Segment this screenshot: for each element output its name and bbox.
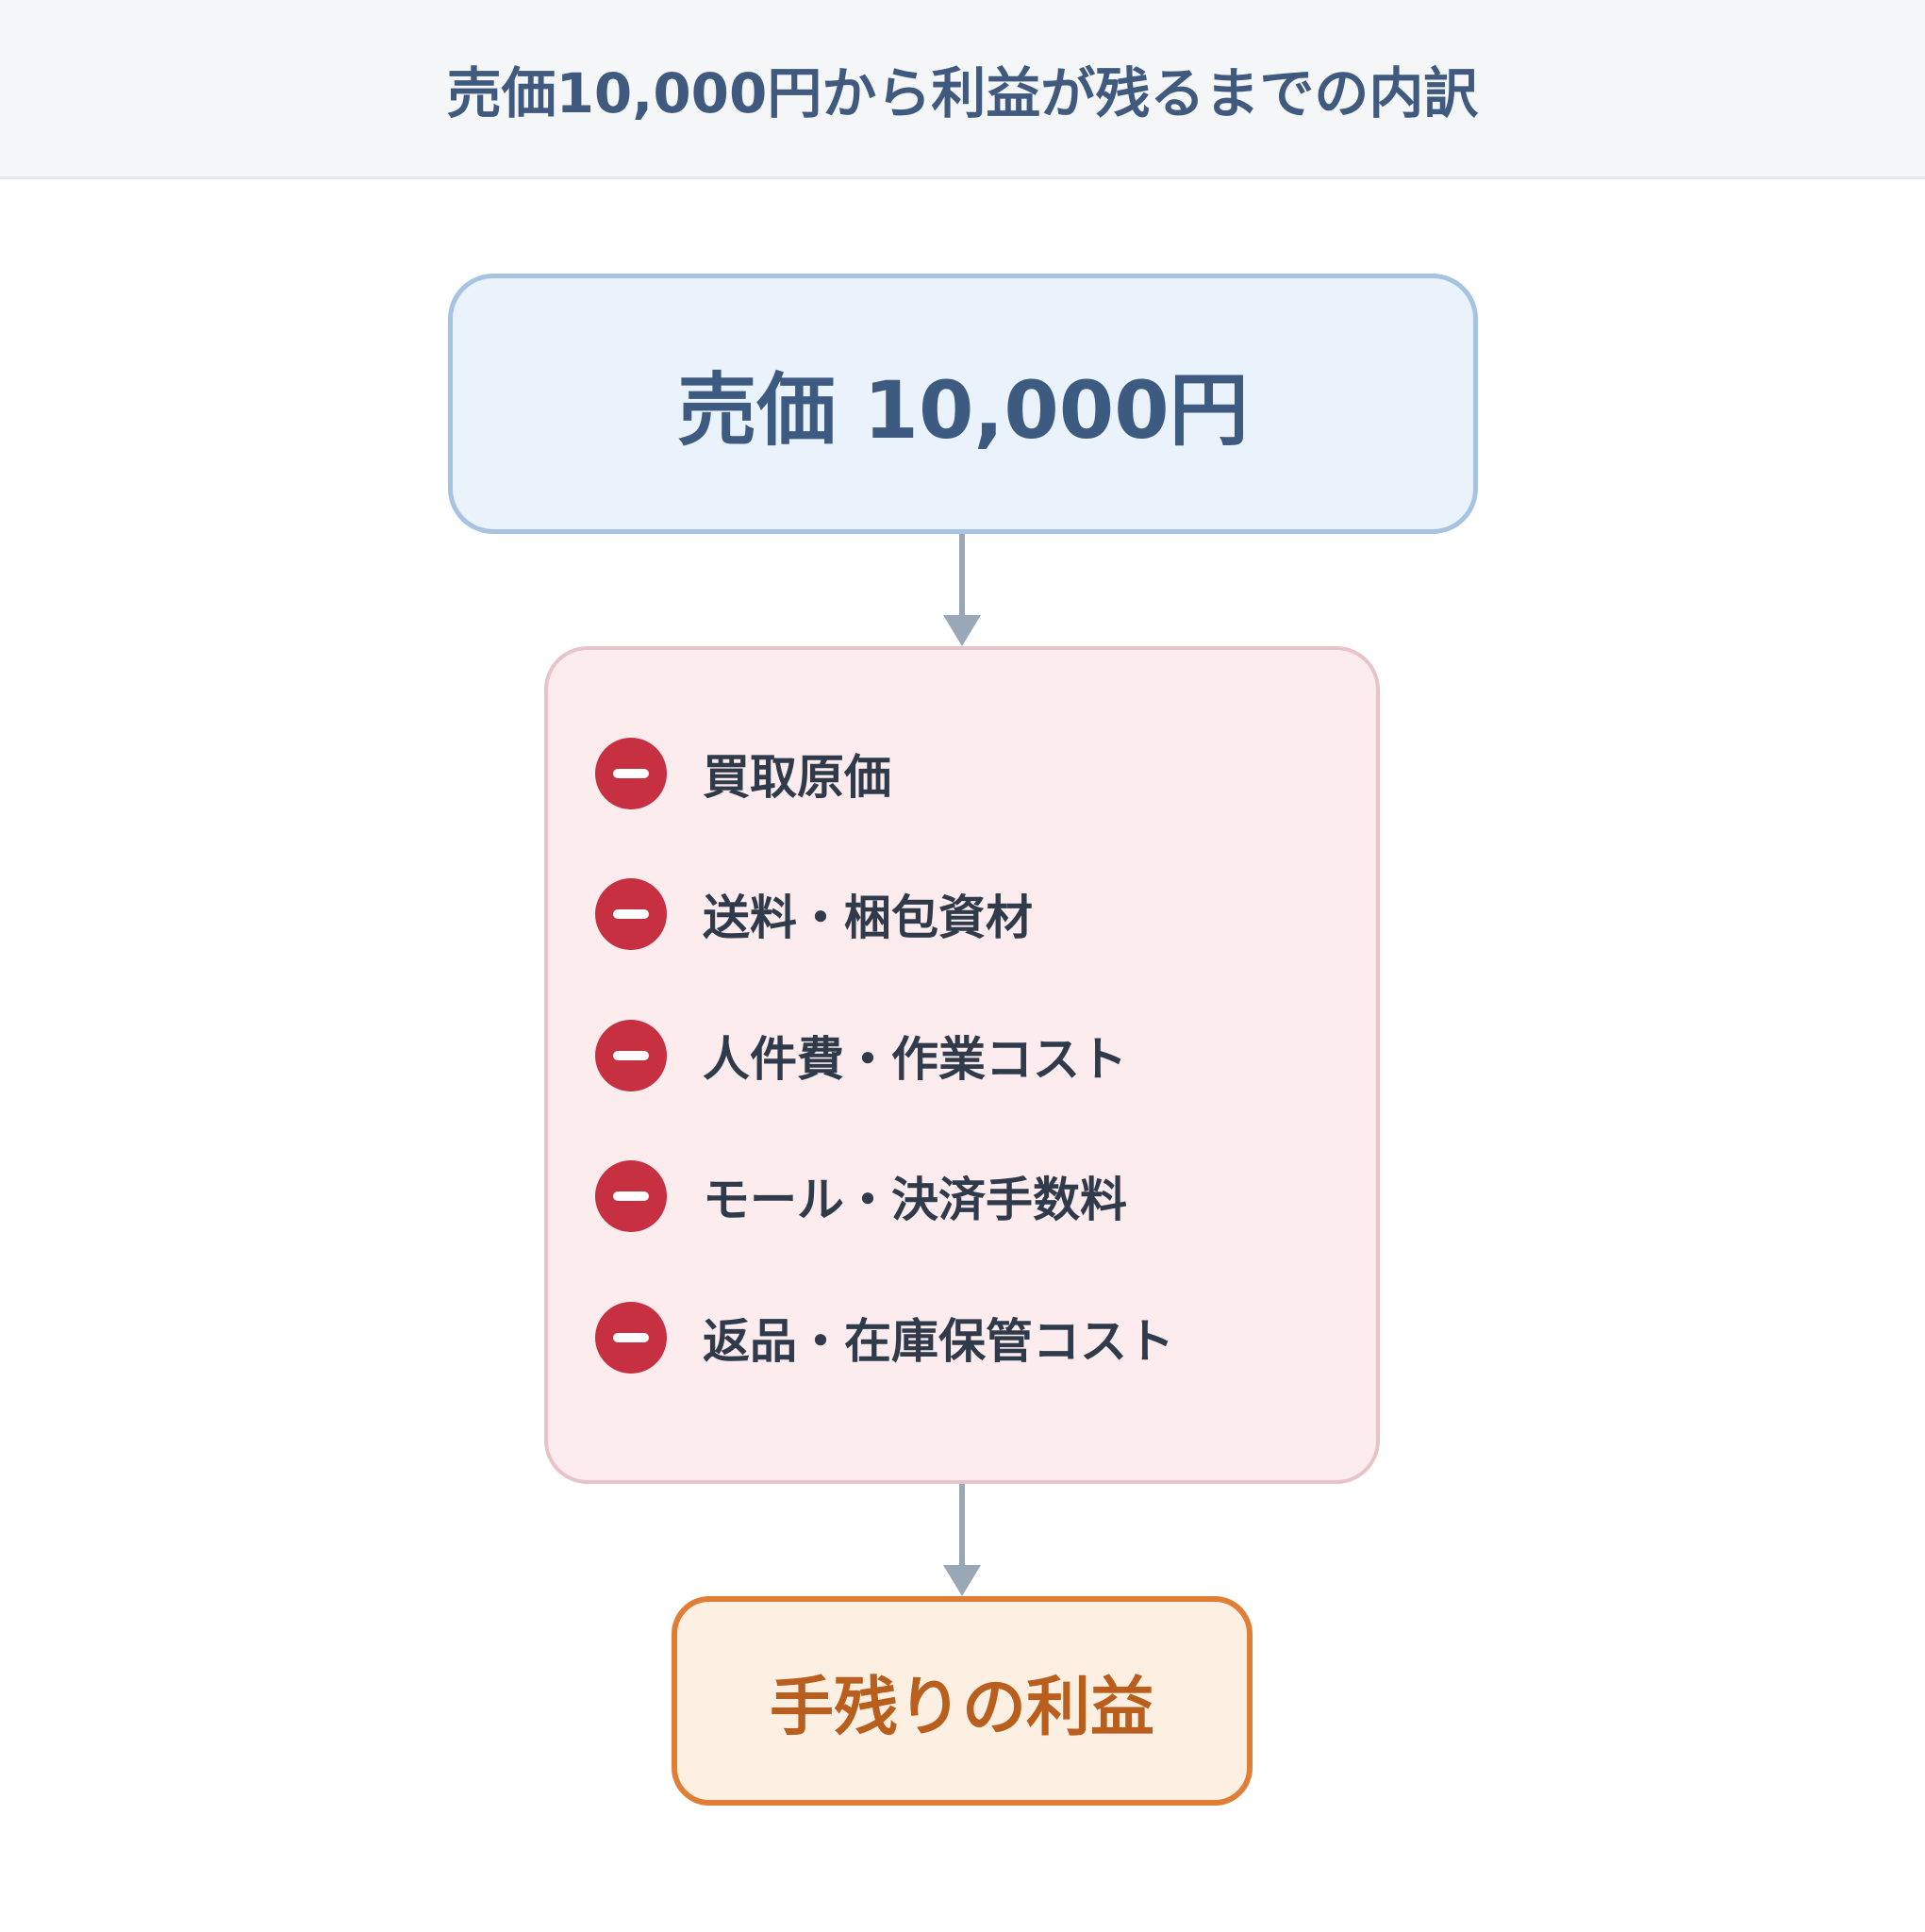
deduction-item: 送料・梱包資材 [595,878,1033,950]
end-node-label: 手残りの利益 [769,1670,1154,1745]
minus-circle-icon [595,1020,667,1091]
arrow-costs-to-profit-head [943,1565,981,1596]
deduction-label: 人件費・作業コスト [703,1032,1127,1087]
minus-circle-icon [595,1160,667,1232]
deduction-label: モール・決済手数料 [703,1173,1127,1227]
deduction-item: モール・決済手数料 [595,1160,1127,1232]
arrow-start-to-costs-head [943,615,981,646]
deduction-item: 買取原価 [595,738,891,809]
deductions-node: 買取原価 送料・梱包資材 人件費・作業コスト モール・決済手数料 返品・在庫保管… [544,646,1380,1484]
deduction-label: 返品・在庫保管コスト [703,1314,1174,1369]
minus-circle-icon [595,1302,667,1374]
minus-circle-icon [595,738,667,809]
header-bar: 売価10,000円から利益が残るまでの内訳 [0,0,1925,179]
start-node-label: 売価 10,000円 [677,363,1249,457]
start-node-sale-price: 売価 10,000円 [448,274,1478,534]
deduction-label: 送料・梱包資材 [703,891,1033,945]
deduction-item: 返品・在庫保管コスト [595,1302,1174,1374]
deduction-label: 買取原価 [703,750,891,805]
end-node-net-profit: 手残りの利益 [672,1596,1253,1806]
deduction-item: 人件費・作業コスト [595,1020,1127,1091]
page-title: 売価10,000円から利益が残るまでの内訳 [446,60,1479,125]
minus-circle-icon [595,878,667,950]
